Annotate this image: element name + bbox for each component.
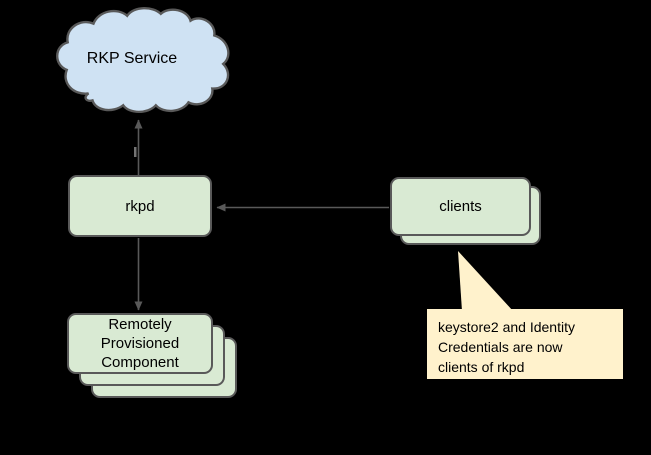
cloud-shape [56,7,230,114]
callout-line: Credentials are now [438,339,563,355]
node-rpc-label-line: Component [101,354,179,371]
callout-line: keystore2 and Identity [438,319,575,335]
node-remotely-provisioned-component: Remotely Provisioned Component [67,313,213,374]
edge-stray-mark [134,147,137,157]
node-rpc-label-line: Provisioned [100,335,180,352]
node-clients: clients [390,177,531,236]
cloud-path [56,7,230,114]
callout-tail-triangle [458,251,513,311]
node-rkp-service: RKP Service [42,5,240,119]
callout-line: clients of rkpd [438,359,525,375]
node-rkpd: rkpd [68,175,212,237]
callout-note: keystore2 and Identity Credentials are n… [427,309,623,379]
node-rpc-label-line: Remotely [108,316,172,333]
node-rkp-service-label: RKP Service [86,50,178,67]
node-clients-label: clients [439,198,482,215]
node-rkpd-label: rkpd [125,197,155,215]
